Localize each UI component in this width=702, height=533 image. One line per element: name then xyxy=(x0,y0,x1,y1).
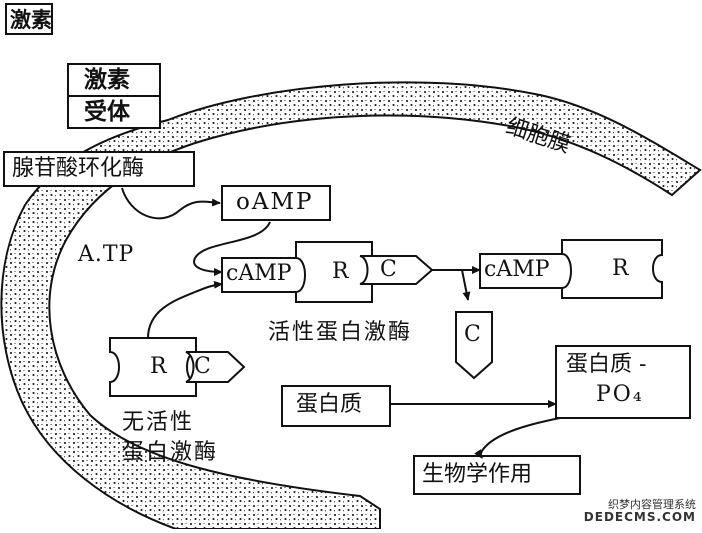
cell-membrane-band xyxy=(0,81,702,530)
phospho-protein-line1: 蛋白质 - xyxy=(566,352,647,377)
active-kinase-label: 活性蛋白激酶 xyxy=(268,320,413,345)
atp-label: A.TP xyxy=(78,242,135,267)
corner-title: 激素 xyxy=(10,7,52,32)
inactive-kinase-line1: 无活性 xyxy=(122,410,195,435)
right-r-label: R xyxy=(612,256,629,281)
watermark-line2: DEDECMS.COM xyxy=(583,510,696,525)
complex-r-label: R xyxy=(332,259,349,284)
bio-effect-label: 生物学作用 xyxy=(422,462,533,487)
free-c-subunit xyxy=(455,311,493,380)
protein-label: 蛋白质 xyxy=(296,392,363,417)
phospho-protein-box xyxy=(555,345,691,419)
adenylate-cyclase-label: 腺苷酸环化酶 xyxy=(12,156,145,181)
inactive-c-label: C xyxy=(194,354,211,379)
complex-c-label: C xyxy=(380,257,397,282)
complex-c-subunit xyxy=(359,255,434,285)
free-c-label: C xyxy=(464,322,481,347)
watermark-line1: 织梦内容管理系统 xyxy=(608,497,696,511)
adenylate-cyclase-box xyxy=(3,151,195,187)
right-r-subunit xyxy=(561,239,663,299)
camp-top-box xyxy=(221,185,331,221)
hormone-label: 激素 xyxy=(84,66,130,93)
phospho-to-effect-arrow xyxy=(474,417,561,459)
camp-to-complex-arrow xyxy=(193,221,271,276)
hormone-box xyxy=(67,63,161,97)
inactive-kinase-line2: 蛋白激酶 xyxy=(122,440,219,465)
watermark: 织梦内容管理系统 DEDECMS.COM xyxy=(583,497,696,525)
release-c-arrow xyxy=(461,269,471,301)
camp-top-label: oAMP xyxy=(236,189,314,215)
complex-camp-label: cAMP xyxy=(226,261,292,286)
atp-to-camp-arrow xyxy=(121,187,221,220)
receptor-box xyxy=(67,95,161,129)
phospho-protein-line2: PO₄ xyxy=(596,382,644,407)
receptor-label: 受体 xyxy=(84,98,130,125)
inactive-r-label: R xyxy=(150,354,167,379)
right-camp-label: cAMP xyxy=(484,257,550,282)
inactive-c-subunit xyxy=(185,351,246,383)
corner-title-box xyxy=(5,3,53,35)
bio-effect-box xyxy=(413,455,581,495)
inactive-to-complex-arrow xyxy=(147,280,223,339)
protein-box xyxy=(281,385,391,427)
